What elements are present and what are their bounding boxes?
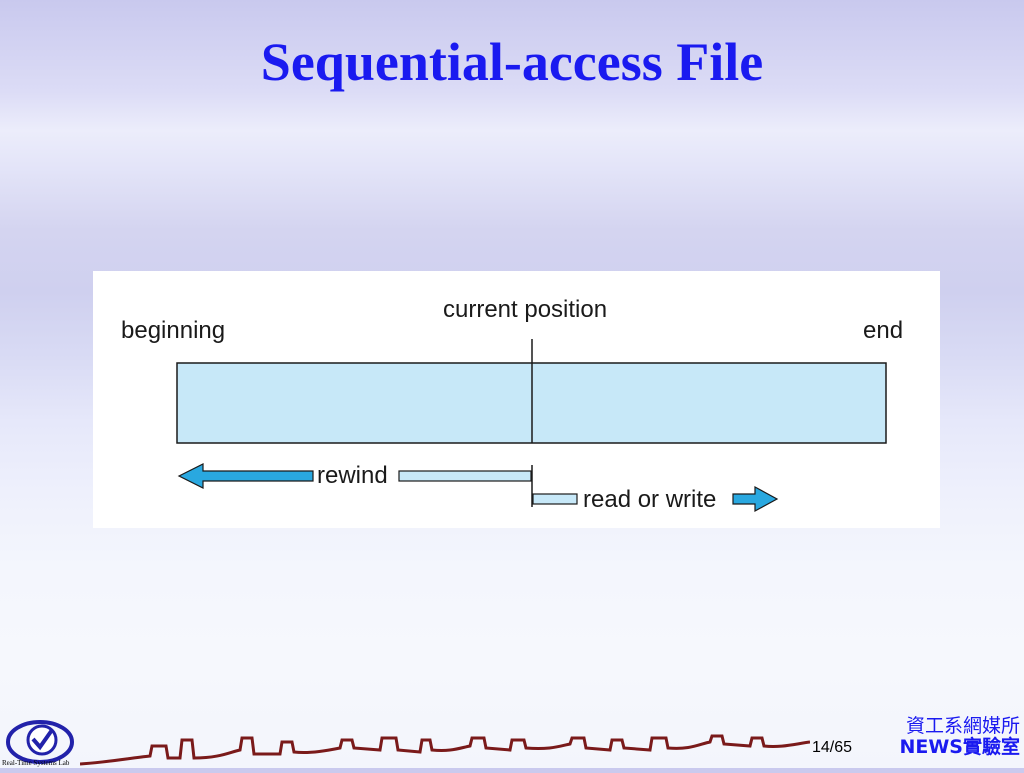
page-current: 14 [812,739,830,756]
page-number: 14/65 [812,739,852,757]
logo-caption: Real-Time Systems Lab [2,759,70,767]
read-write-tail [532,493,578,505]
lab-logo: Real-Time Systems Lab [2,712,80,773]
label-end: end [863,317,903,344]
read-write-arrow [732,485,779,513]
slide-title: Sequential-access File [260,32,764,92]
label-beginning: beginning [121,317,225,344]
decorative-skyline [79,728,811,773]
label-read-or-write: read or write [583,486,716,513]
rewind-tail [398,470,532,482]
org-lab: NEWS實驗室 [899,736,1020,759]
label-rewind: rewind [317,462,388,489]
org-department: 資工系網媒所 [905,715,1020,737]
rewind-arrow [177,463,314,489]
organization-label: 資工系網媒所 NEWS實驗室 [899,715,1020,759]
sequential-access-diagram: beginning current position end rewind re… [93,271,940,528]
label-current-position: current position [443,296,607,323]
page-separator: / [829,739,835,756]
page-total: 65 [834,739,853,756]
